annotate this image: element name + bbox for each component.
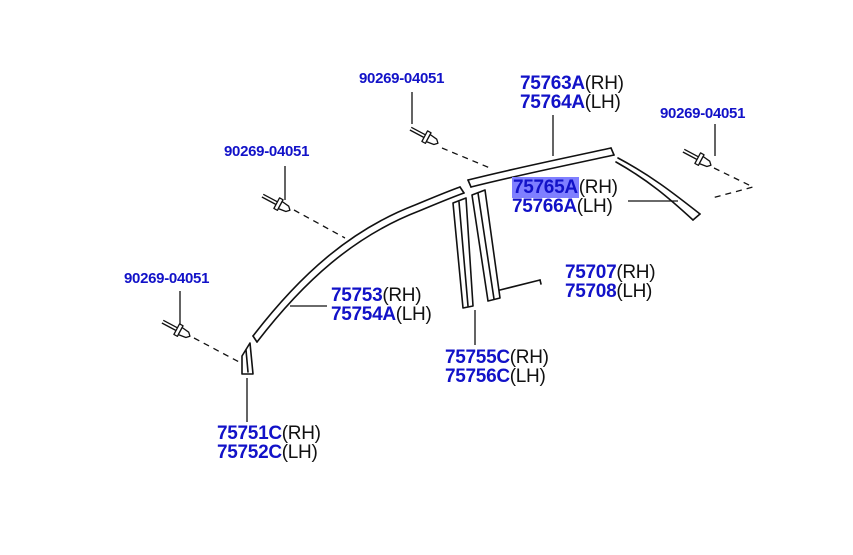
clip-label-lower-left[interactable]: 90269-04051 <box>124 271 209 286</box>
highlighted-part-number: 75765A <box>512 177 579 198</box>
side-indicator: (RH) <box>578 177 618 198</box>
part-label-roof-front[interactable]: 75753(RH) 75754A(LH) <box>331 286 432 324</box>
part-number: 75763A <box>520 73 585 94</box>
clip-label-top[interactable]: 90269-04051 <box>359 71 444 86</box>
side-indicator: (RH) <box>584 73 624 94</box>
part-number: 75756C <box>445 366 510 387</box>
clip-label-upper-left[interactable]: 90269-04051 <box>224 144 309 159</box>
side-indicator: (LH) <box>616 281 653 302</box>
center-pillar-side-garnish <box>471 189 542 302</box>
part-line-rh: 75755C(RH) <box>445 348 549 367</box>
part-number: 90269-04051 <box>224 143 310 160</box>
push-clips <box>161 126 712 339</box>
roof-front-moulding <box>252 186 465 343</box>
side-indicator: (LH) <box>576 196 613 217</box>
part-line-lh: 75766A(LH) <box>512 197 618 216</box>
part-line-lh: 75756C(LH) <box>445 367 549 386</box>
part-line-lh: 75752C(LH) <box>217 443 321 462</box>
clip-icon <box>409 126 439 146</box>
part-number: 75752C <box>217 442 282 463</box>
leader-lines <box>179 92 716 422</box>
part-label-center-pillar-side[interactable]: 75707(RH) 75708(LH) <box>565 262 656 301</box>
clip-icon <box>161 319 191 339</box>
roof-rear-moulding <box>467 147 615 188</box>
side-indicator: (LH) <box>509 366 546 387</box>
part-number: 90269-04051 <box>124 270 210 287</box>
part-line-rh: 75763A(RH) <box>520 74 624 93</box>
rear-quarter-moulding <box>615 157 701 221</box>
side-indicator: (LH) <box>584 92 621 113</box>
part-line-rh: 75753(RH) <box>331 286 432 305</box>
side-indicator: (RH) <box>281 423 321 444</box>
part-number: 75764A <box>520 92 585 113</box>
clip-label-right[interactable]: 90269-04051 <box>660 106 745 121</box>
part-line-lh: 75708(LH) <box>565 282 655 301</box>
part-label-front-pillar[interactable]: 75751C(RH) 75752C(LH) <box>217 424 321 462</box>
side-indicator: (LH) <box>281 442 318 463</box>
part-number: 75708 <box>565 281 617 302</box>
part-number: 75755C <box>445 347 510 368</box>
part-line-lh: 75764A(LH) <box>520 93 624 112</box>
center-pillar-garnish <box>452 197 474 309</box>
part-line-lh: 75754A(LH) <box>331 305 432 324</box>
front-pillar-garnish <box>241 342 254 375</box>
part-number: 75766A <box>512 196 577 217</box>
part-number: 75751C <box>217 423 282 444</box>
dashed-leaders <box>193 147 755 364</box>
part-label-roof-rear[interactable]: 75763A(RH) 75764A(LH) <box>520 74 624 112</box>
clip-icon <box>261 193 291 213</box>
side-indicator: (RH) <box>382 285 422 306</box>
side-indicator: (LH) <box>395 304 432 325</box>
part-line-rh: 75707(RH) <box>565 262 656 283</box>
part-number: 90269-04051 <box>660 105 746 122</box>
part-number: 90269-04051 <box>359 70 445 87</box>
part-label-rear-quarter[interactable]: 75765A(RH) 75766A(LH) <box>512 177 618 216</box>
part-number: 75754A <box>331 304 396 325</box>
clip-icon <box>682 148 712 168</box>
side-indicator: (RH) <box>616 262 656 283</box>
part-label-center-pillar[interactable]: 75755C(RH) 75756C(LH) <box>445 348 549 386</box>
part-number: 75753 <box>331 285 383 306</box>
side-indicator: (RH) <box>509 347 549 368</box>
part-line-rh: 75751C(RH) <box>217 424 321 443</box>
part-number: 75707 <box>565 262 617 283</box>
part-line-rh: 75765A(RH) <box>512 177 618 198</box>
